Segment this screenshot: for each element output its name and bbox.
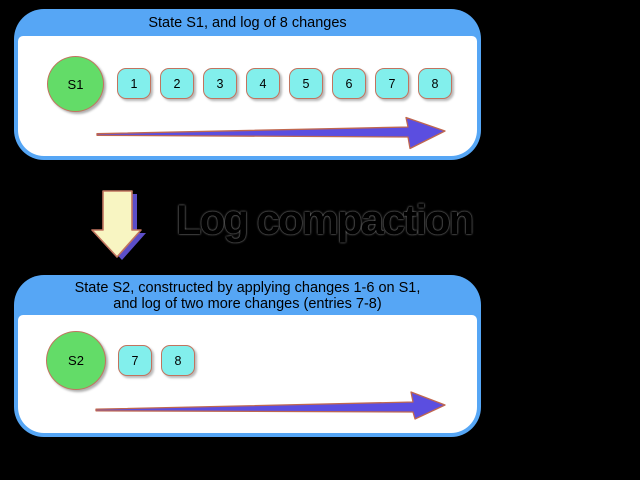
log-entry-square: 8 xyxy=(161,345,195,376)
log-entry-square: 1 xyxy=(117,68,151,99)
state-circle-s1: S1 xyxy=(47,56,104,112)
state-s2-panel: State S2, constructed by applying change… xyxy=(14,275,481,437)
log-entry-square: 3 xyxy=(203,68,237,99)
log-entry-square: 6 xyxy=(332,68,366,99)
log-compaction-label: Log compaction xyxy=(176,196,474,243)
log-entry-square: 4 xyxy=(246,68,280,99)
state-s2-label: S2 xyxy=(68,353,84,368)
top-panel-title: State S1, and log of 8 changes xyxy=(148,15,347,31)
state-s1-label: S1 xyxy=(67,76,84,92)
bottom-panel-title: State S2, constructed by applying change… xyxy=(14,280,481,312)
log-entry-square: 2 xyxy=(160,68,194,99)
bottom-panel-title-line-2: and log of two more changes (entries 7-8… xyxy=(113,296,382,312)
state-circle-s2: S2 xyxy=(46,331,106,390)
log-entry-square: 7 xyxy=(375,68,409,99)
log-entry-square: 5 xyxy=(289,68,323,99)
bottom-panel-title-line-1: State S2, constructed by applying change… xyxy=(74,280,421,296)
down-arrow-icon xyxy=(91,190,146,260)
log-entry-square: 7 xyxy=(118,345,152,376)
log-entry-square: 8 xyxy=(418,68,452,99)
timeline-right-arrow-icon xyxy=(95,391,446,420)
timeline-right-arrow-icon xyxy=(96,116,446,150)
